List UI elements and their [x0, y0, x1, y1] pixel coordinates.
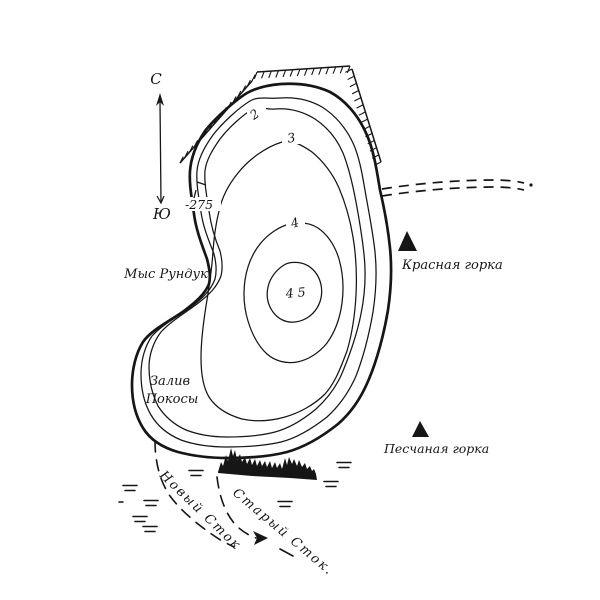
- cliff-tick-icon: [296, 69, 301, 77]
- old-outflow-stream: Старый Сток.: [216, 476, 337, 579]
- cliff-tick-icon: [282, 69, 287, 78]
- cliff-tick-icon: [193, 139, 199, 147]
- contour-2m: [148, 106, 366, 438]
- marsh-symbols: [118, 461, 352, 533]
- bay-pokosy-label-line1: Залив: [150, 374, 190, 389]
- compass-needle: [159, 101, 162, 203]
- contour-fragment: [196, 181, 207, 186]
- cliff-edge-top: [256, 65, 351, 73]
- marsh-equals-icon: [277, 500, 293, 508]
- cape-runduk-label: Мыс Рундук: [123, 267, 208, 282]
- cliff-edge-ne: [351, 68, 382, 163]
- label-gap-4: [286, 214, 305, 229]
- marsh-equals-icon: [188, 469, 204, 477]
- cliff-tick-icon: [189, 145, 194, 153]
- cliff-tick-icon: [325, 67, 330, 75]
- cliff-tick-icon: [311, 68, 315, 76]
- water-level-mark: -275: [185, 197, 213, 212]
- cliff-tick-icon: [246, 79, 251, 87]
- cliff-tick-icon: [345, 68, 353, 73]
- cliff-tick-icon: [349, 82, 357, 88]
- depth-label-4: 4: [288, 214, 301, 231]
- depth-label-3: 3: [286, 129, 296, 145]
- cliff-tick-icon: [253, 71, 258, 79]
- bay-pokosy-label-line2: Покосы: [145, 392, 199, 407]
- compass-north-label: С: [150, 70, 162, 88]
- road-line-upper: [381, 179, 525, 190]
- lake-shoreline: [130, 82, 393, 460]
- cliff-tick-icon: [360, 118, 368, 123]
- cliff-tick-icon: [179, 156, 184, 164]
- marsh-equals-icon: [122, 484, 138, 492]
- label-gap-275: [183, 197, 221, 211]
- sand-hill-label: Песчаная горка: [383, 441, 489, 456]
- cliff-tick-icon: [275, 70, 279, 78]
- road-line-lower: [381, 186, 525, 197]
- road-end-dot: [529, 183, 533, 187]
- contour-fragment: [193, 189, 197, 199]
- cliff-tick-icon: [318, 67, 322, 75]
- sand-hill: Песчаная горка: [383, 421, 489, 456]
- cliff-tick-icon: [184, 150, 189, 158]
- cliff-tick-icon: [241, 85, 247, 93]
- cliff-tick-icon: [303, 68, 308, 76]
- old-outflow-dashed-line: [216, 476, 257, 539]
- cliff-edge-nw: [179, 80, 253, 164]
- compass-north-arrowhead-icon: [156, 93, 164, 106]
- label-gap-3: [282, 129, 301, 144]
- new-outflow-dashed-line: [154, 440, 235, 548]
- forest-silhouette-icon: [218, 448, 317, 480]
- new-outflow-label: Новый Сток: [156, 467, 245, 553]
- cliff-tick-icon: [356, 104, 364, 109]
- marsh-equals-icon: [142, 525, 158, 533]
- cliff-hatching-icon: [179, 65, 382, 166]
- cliff-tick-icon: [351, 89, 359, 95]
- red-hill-label: Красная горка: [401, 258, 503, 273]
- peak-triangle-icon: [398, 231, 417, 251]
- cliff-tick-icon: [268, 70, 272, 79]
- contour-4m: [243, 222, 344, 364]
- cliff-tick-icon: [289, 69, 294, 77]
- contour-4-5m: [266, 261, 323, 323]
- compass-south-barb-icon: [156, 195, 165, 205]
- contour-1m: [140, 97, 377, 448]
- marsh-equals-icon: [132, 515, 148, 523]
- depth-label-4-5: 4 5: [284, 284, 306, 301]
- cliff-tick-icon: [237, 90, 242, 98]
- peak-triangle-icon: [412, 421, 429, 437]
- contour-3m: [200, 140, 357, 422]
- cliff-tick-icon: [251, 74, 256, 82]
- flow-direction-arrow-icon: [253, 531, 268, 545]
- compass-south-label: Ю: [152, 205, 171, 223]
- cliff-tick-icon: [354, 97, 362, 102]
- label-gap-2: [247, 105, 266, 120]
- marsh-equals-icon: [143, 499, 159, 507]
- marsh-equals-icon: [336, 461, 352, 469]
- cliff-tick-icon: [339, 66, 344, 74]
- old-outflow-dash-tail: [279, 548, 294, 557]
- compass: С Ю: [150, 70, 171, 223]
- red-hill: Красная горка: [398, 231, 503, 273]
- road-double-dashed: [381, 179, 533, 197]
- marsh-equals-icon: [323, 480, 339, 488]
- cliff-tick-icon: [332, 66, 337, 74]
- cliff-tick-icon: [358, 111, 366, 116]
- cliff-tick-icon: [347, 75, 355, 81]
- cliff-tick-icon: [261, 71, 265, 79]
